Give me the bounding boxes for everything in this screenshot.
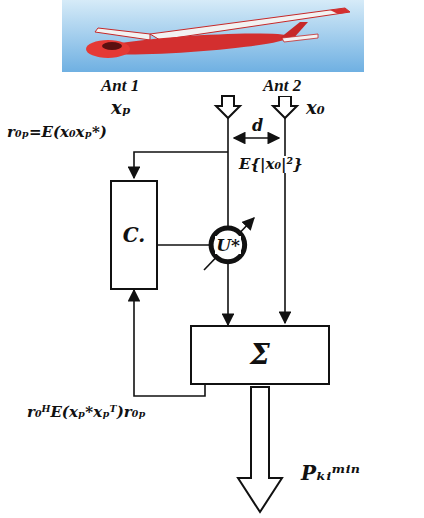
feedback-formula: r₀ᴴE(xₚ*xₚᵀ)r₀ₚ [26, 404, 147, 421]
antenna-label: Ant 2 [262, 76, 302, 96]
power-formula: E{|x₀|²} [238, 156, 304, 173]
node-symbol: C. [122, 224, 147, 246]
antenna-arrow [216, 96, 297, 118]
node-symbol: U* [215, 236, 241, 255]
output-power: Pₖᵢᵐⁱⁿ [300, 462, 361, 485]
signal-connector [158, 244, 210, 246]
weight-circle: U* [210, 227, 246, 263]
signal-name: xₚ [110, 98, 132, 119]
summer-box: Σ [190, 325, 330, 385]
output-arrow [238, 387, 282, 512]
node-symbol: Σ [249, 340, 271, 371]
spacing-dimension: d [251, 117, 264, 135]
signal-name: x₀ [305, 98, 326, 119]
antenna-label: Ant 1 [100, 76, 140, 96]
controller-box: C. [110, 180, 158, 290]
signal-connector [227, 263, 229, 325]
glider-photo [62, 0, 364, 72]
correlation-formula: r₀ₚ=E(x₀xₚ*) [6, 124, 108, 141]
